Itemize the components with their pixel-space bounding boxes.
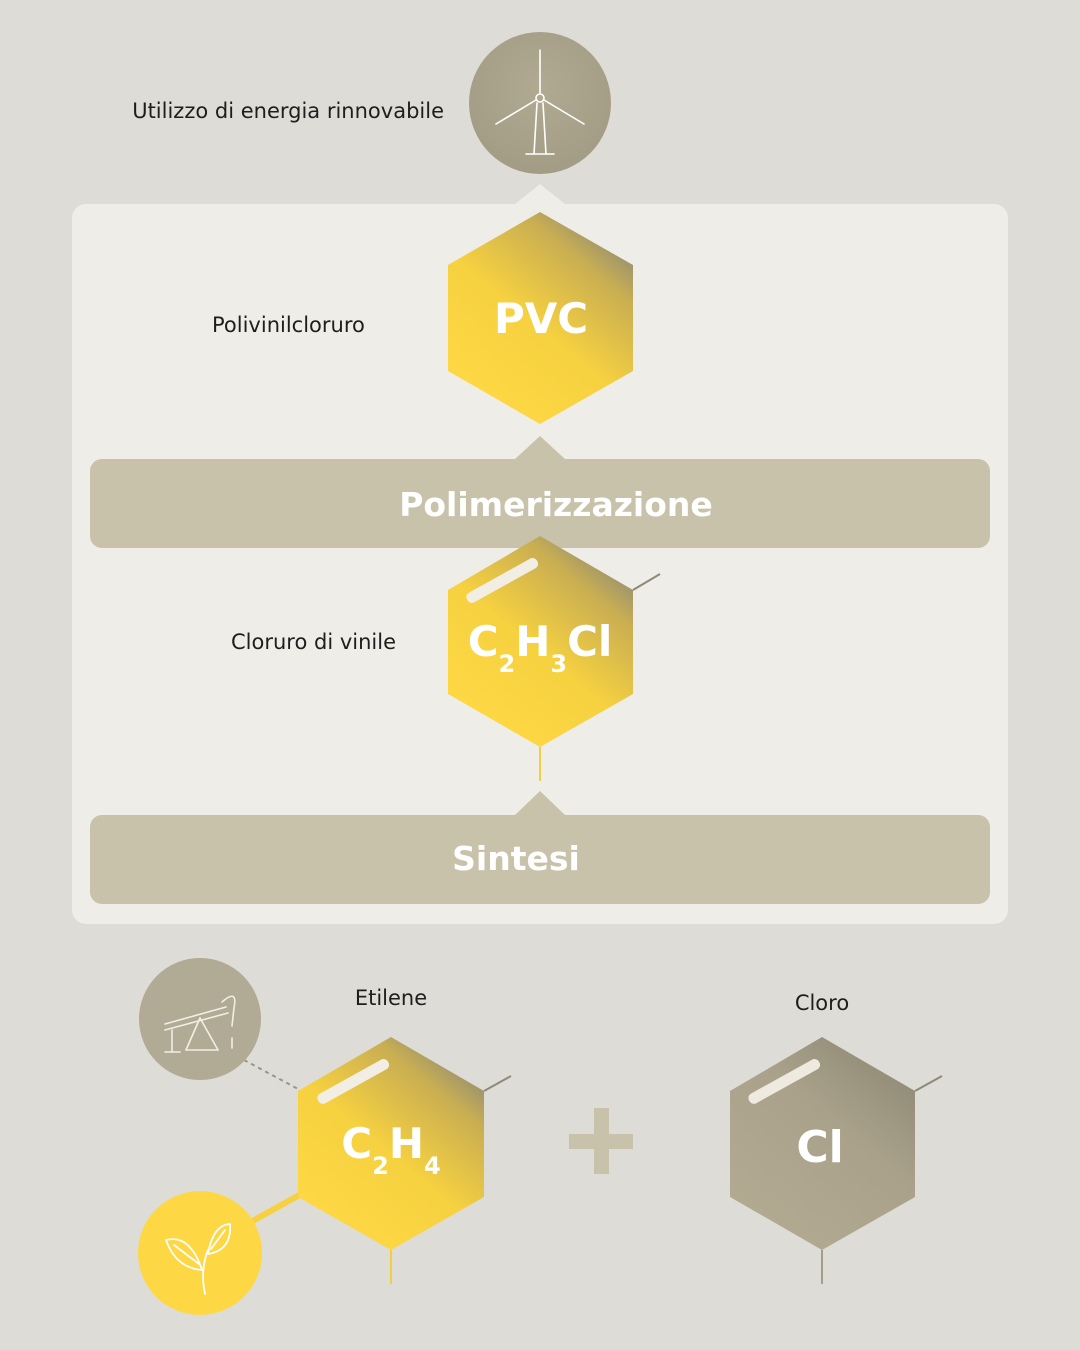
polymerization-label: Polimerizzazione [399, 485, 713, 524]
renewable-energy-label: Utilizzo di energia rinnovabile [132, 99, 444, 123]
chlorine-formula: Cl [796, 1122, 843, 1173]
plant-leaf-icon [138, 1191, 262, 1315]
ethylene-formula: C2H4 [341, 1119, 440, 1180]
chlorine-label: Cloro [795, 991, 849, 1015]
vinyl-chloride-label: Cloruro di vinile [231, 630, 396, 654]
polymerization-arrow [515, 436, 565, 459]
synthesis-label: Sintesi [452, 839, 580, 878]
dashed-connector [243, 1059, 301, 1091]
bond-line [483, 1075, 512, 1092]
bond-line [914, 1075, 943, 1092]
polymerization-band [90, 459, 990, 548]
oil-pump-icon [139, 958, 261, 1080]
synthesis-arrow [515, 791, 565, 815]
double-bond-bar [748, 1059, 821, 1104]
vinyl-chloride-formula: C2H3Cl [468, 617, 613, 678]
pvc-formula: PVC [494, 294, 588, 343]
double-bond-bar [466, 558, 539, 603]
bond-line [632, 573, 661, 591]
ethylene-label: Etilene [355, 986, 427, 1010]
wind-turbine-icon [469, 32, 611, 174]
plus-icon [569, 1108, 633, 1174]
panel-notch [515, 184, 565, 204]
pvc-label: Polivinilcloruro [212, 313, 365, 337]
double-bond-bar [317, 1059, 390, 1104]
pvc-hexagon [448, 212, 633, 424]
synthesis-band [90, 815, 990, 904]
